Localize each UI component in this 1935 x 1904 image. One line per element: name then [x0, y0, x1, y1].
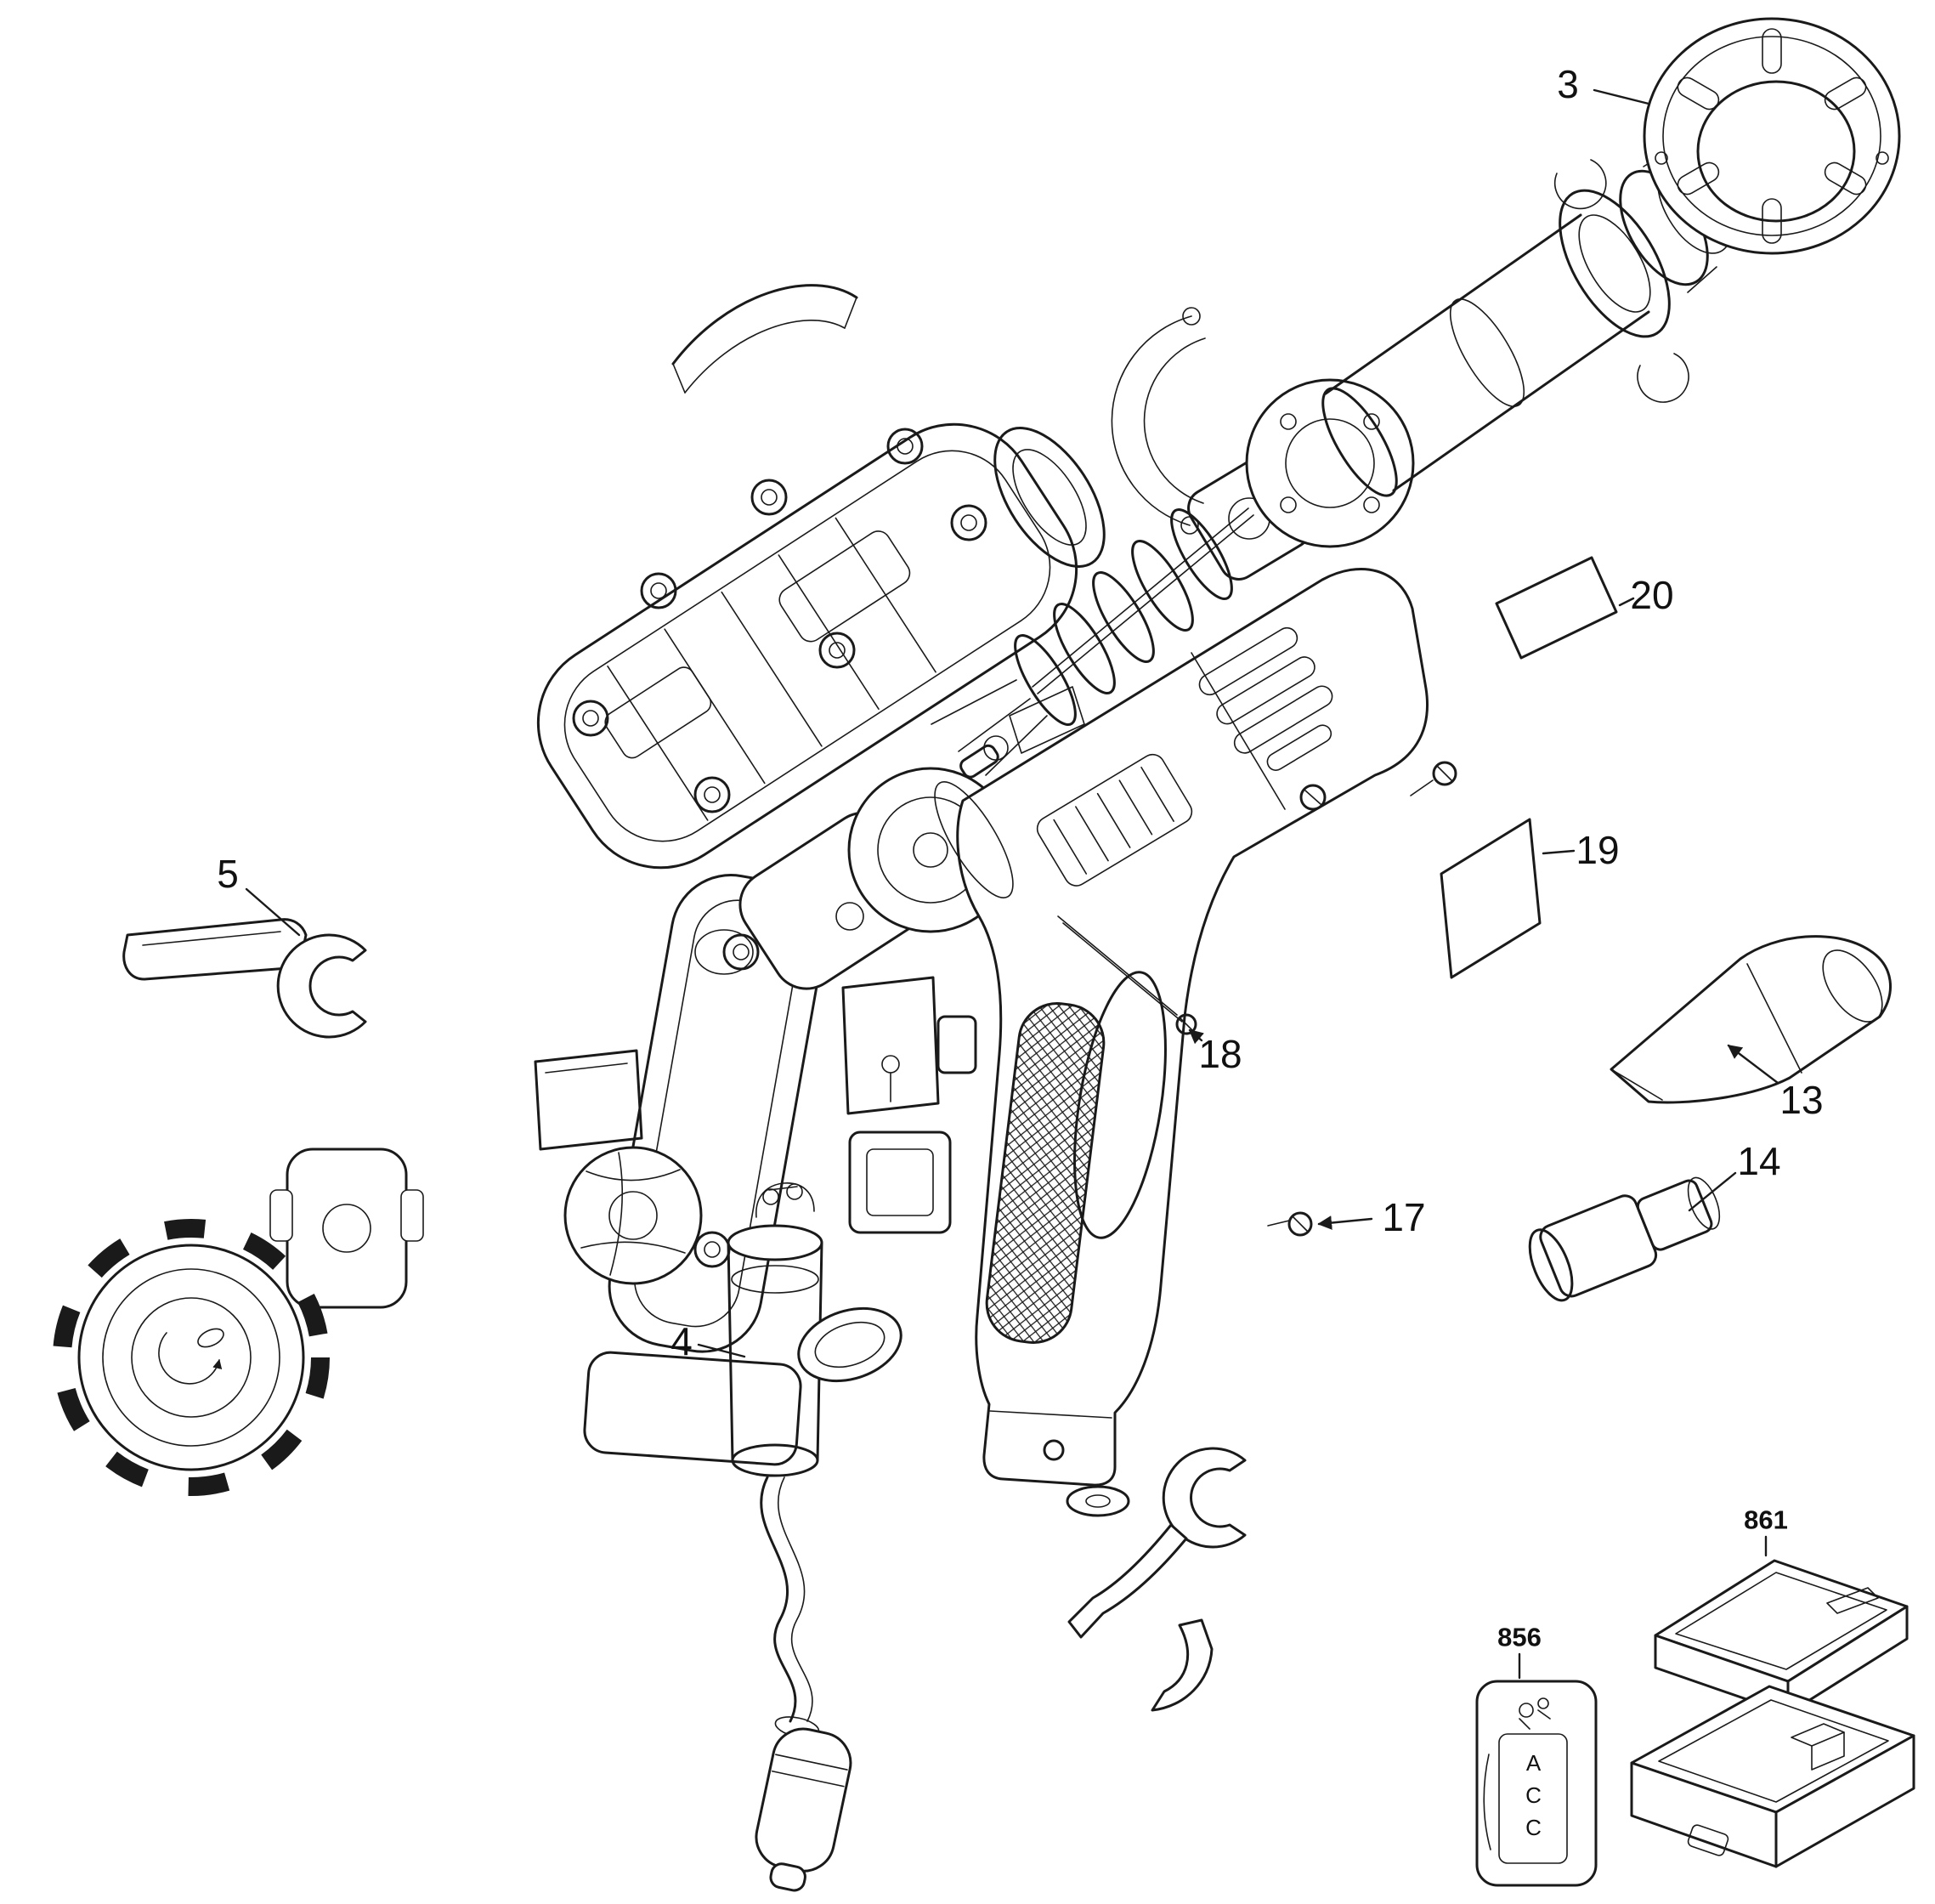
screw-18: [1057, 915, 1197, 1035]
callout-14: 14: [1737, 1139, 1781, 1183]
screw-17: [1267, 1211, 1313, 1237]
left-housing-half: [536, 284, 1106, 1466]
end-cap: [53, 1219, 330, 1496]
callout-20: 20: [1630, 573, 1674, 617]
callout-856: 856: [1497, 1622, 1542, 1652]
hanger-hook: [122, 918, 367, 1039]
label-plate-19: [1440, 818, 1542, 979]
kit-box: [1630, 1559, 1915, 1868]
label-plate-20: [1495, 556, 1618, 660]
leader-lines: [245, 88, 1779, 1680]
baffle-bracket: [269, 1148, 424, 1309]
power-cord: [755, 1476, 852, 1892]
nozzle-guard: [1643, 17, 1901, 255]
callout-17: 17: [1382, 1195, 1426, 1239]
callout-4: 4: [670, 1319, 693, 1363]
acc-pack-label: ACC: [1520, 1750, 1547, 1847]
side-plate: [534, 1049, 643, 1151]
main-housing: [934, 568, 1457, 1517]
switch-assembly: [841, 976, 977, 1234]
fan: [563, 1146, 703, 1285]
baffle-plate: [1245, 378, 1415, 548]
wrench: [1067, 1447, 1247, 1712]
callout-13: 13: [1779, 1078, 1824, 1122]
cord-protector: [727, 1182, 902, 1477]
acc-pack: [1475, 1680, 1598, 1887]
callout-18: 18: [1198, 1032, 1242, 1076]
flat-nozzle: [1610, 935, 1892, 1104]
round-nozzle: [1528, 1176, 1721, 1302]
barrel-tube: [1111, 145, 1733, 535]
heating-element: [931, 456, 1311, 776]
callout-861: 861: [1744, 1504, 1788, 1535]
callout-19: 19: [1576, 828, 1620, 872]
callout-3: 3: [1557, 62, 1579, 106]
callout-5: 5: [217, 852, 239, 896]
